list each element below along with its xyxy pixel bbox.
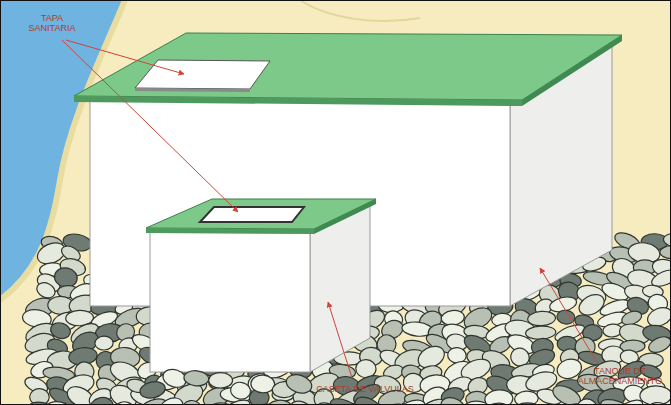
valve-box-top	[146, 199, 376, 229]
sanitary-lid	[135, 60, 270, 89]
stone	[352, 393, 386, 405]
tank-top-edge	[522, 35, 622, 106]
stones	[125, 366, 314, 401]
stone	[229, 380, 252, 401]
part-label: TANQUE DE ALMACENAMIENTO	[574, 366, 666, 386]
stone	[394, 396, 428, 405]
stone	[209, 372, 233, 388]
stone	[288, 398, 314, 405]
stone	[95, 336, 114, 351]
part-label: TAPA SANITARIA	[20, 13, 84, 33]
stone	[138, 380, 166, 401]
leader-line	[328, 302, 352, 378]
stone	[660, 246, 671, 259]
part-label: CASETA DE VALVULAS	[300, 384, 430, 394]
stone	[613, 396, 645, 405]
stone	[284, 372, 314, 397]
stone	[88, 395, 115, 405]
valve-box-top-edge	[146, 228, 314, 234]
stone	[437, 393, 469, 405]
tank-top-edge	[74, 96, 522, 106]
sanitary-lid	[200, 207, 304, 222]
leader-line	[62, 40, 238, 212]
leader-line	[540, 268, 598, 364]
stone	[250, 374, 275, 393]
stone	[514, 403, 541, 405]
valve-box-front	[150, 230, 310, 372]
stone	[640, 386, 671, 405]
sand-line	[300, 0, 420, 21]
stone	[646, 334, 671, 356]
stone	[525, 325, 556, 340]
lid-edge	[135, 88, 250, 92]
valve-box-top-edge	[314, 199, 376, 234]
stone	[183, 370, 209, 387]
leader-line	[66, 40, 184, 74]
